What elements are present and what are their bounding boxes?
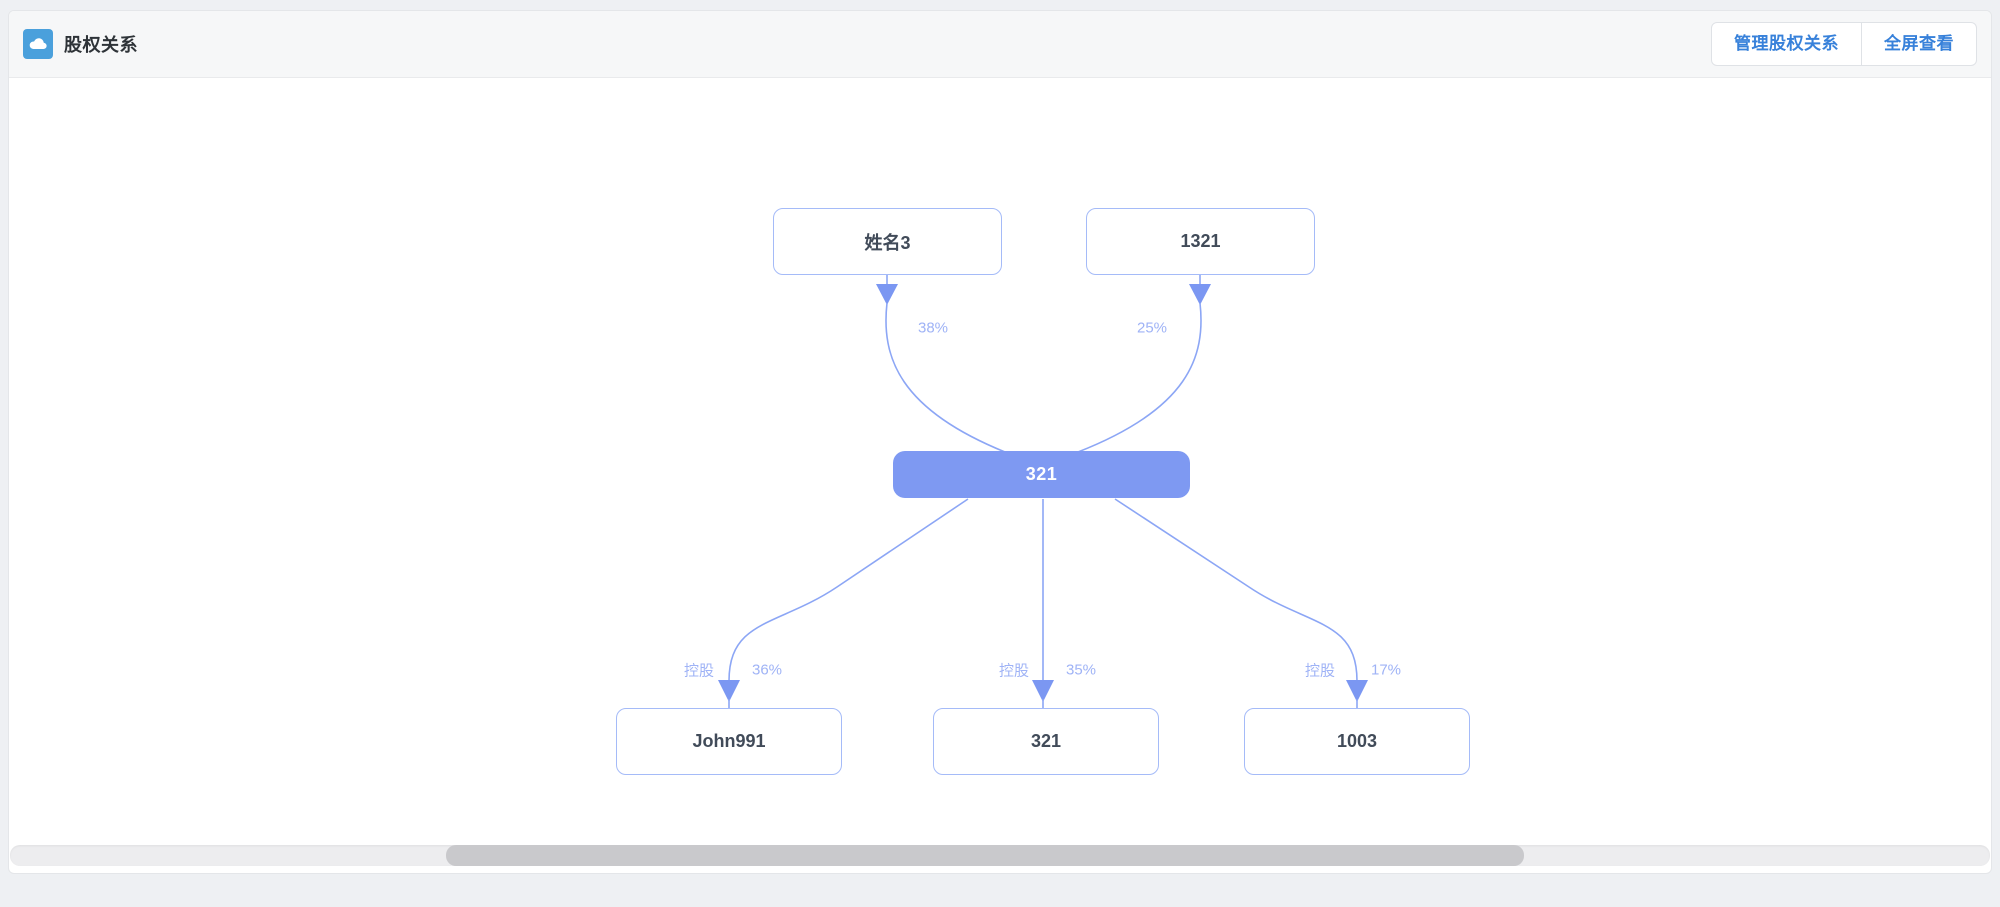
header-left: 股权关系 bbox=[23, 29, 138, 59]
fullscreen-view-button[interactable]: 全屏查看 bbox=[1861, 22, 1977, 66]
node-bottom-1[interactable]: John991 bbox=[616, 708, 842, 775]
scrollbar-thumb[interactable] bbox=[446, 845, 1524, 866]
node-top-1[interactable]: 姓名3 bbox=[773, 208, 1002, 275]
edge-line bbox=[1114, 498, 1358, 682]
node-bottom-3[interactable]: 1003 bbox=[1244, 708, 1470, 775]
node-center[interactable]: 321 bbox=[893, 451, 1190, 498]
horizontal-scrollbar[interactable] bbox=[10, 845, 1990, 866]
manage-equity-button[interactable]: 管理股权关系 bbox=[1711, 22, 1862, 66]
edge-percent-label: 35% bbox=[1065, 661, 1097, 679]
node-bottom-2[interactable]: 321 bbox=[933, 708, 1159, 775]
header-button-group: 管理股权关系 全屏查看 bbox=[1711, 22, 1977, 66]
edge-line bbox=[885, 302, 1006, 453]
arrow-down-icon bbox=[718, 680, 740, 702]
arrow-down-icon bbox=[1189, 284, 1211, 305]
edge-percent-label: 17% bbox=[1370, 661, 1402, 679]
arrow-down-icon bbox=[876, 284, 898, 305]
panel-header: 股权关系 管理股权关系 全屏查看 bbox=[9, 11, 1991, 78]
edge-percent-label: 38% bbox=[917, 319, 949, 337]
equity-relationship-panel: 股权关系 管理股权关系 全屏查看 bbox=[8, 10, 1992, 874]
page-title: 股权关系 bbox=[64, 35, 138, 55]
edge-percent-label: 36% bbox=[751, 661, 783, 679]
edge-relation-label: 控股 bbox=[1304, 662, 1336, 680]
equity-diagram-canvas[interactable]: 姓名3 1321 321 John991 321 1003 38% 25% 控股… bbox=[9, 79, 1991, 845]
arrow-down-icon bbox=[1346, 680, 1368, 702]
edge-relation-label: 控股 bbox=[683, 662, 715, 680]
node-top-2[interactable]: 1321 bbox=[1086, 208, 1315, 275]
edge-relation-label: 控股 bbox=[998, 662, 1030, 680]
edge-line bbox=[728, 498, 969, 682]
arrow-down-icon bbox=[1032, 680, 1054, 702]
edge-percent-label: 25% bbox=[1136, 319, 1168, 337]
edge-layer bbox=[718, 275, 1368, 708]
cloud-icon bbox=[23, 29, 53, 59]
edge-line bbox=[1077, 302, 1202, 453]
